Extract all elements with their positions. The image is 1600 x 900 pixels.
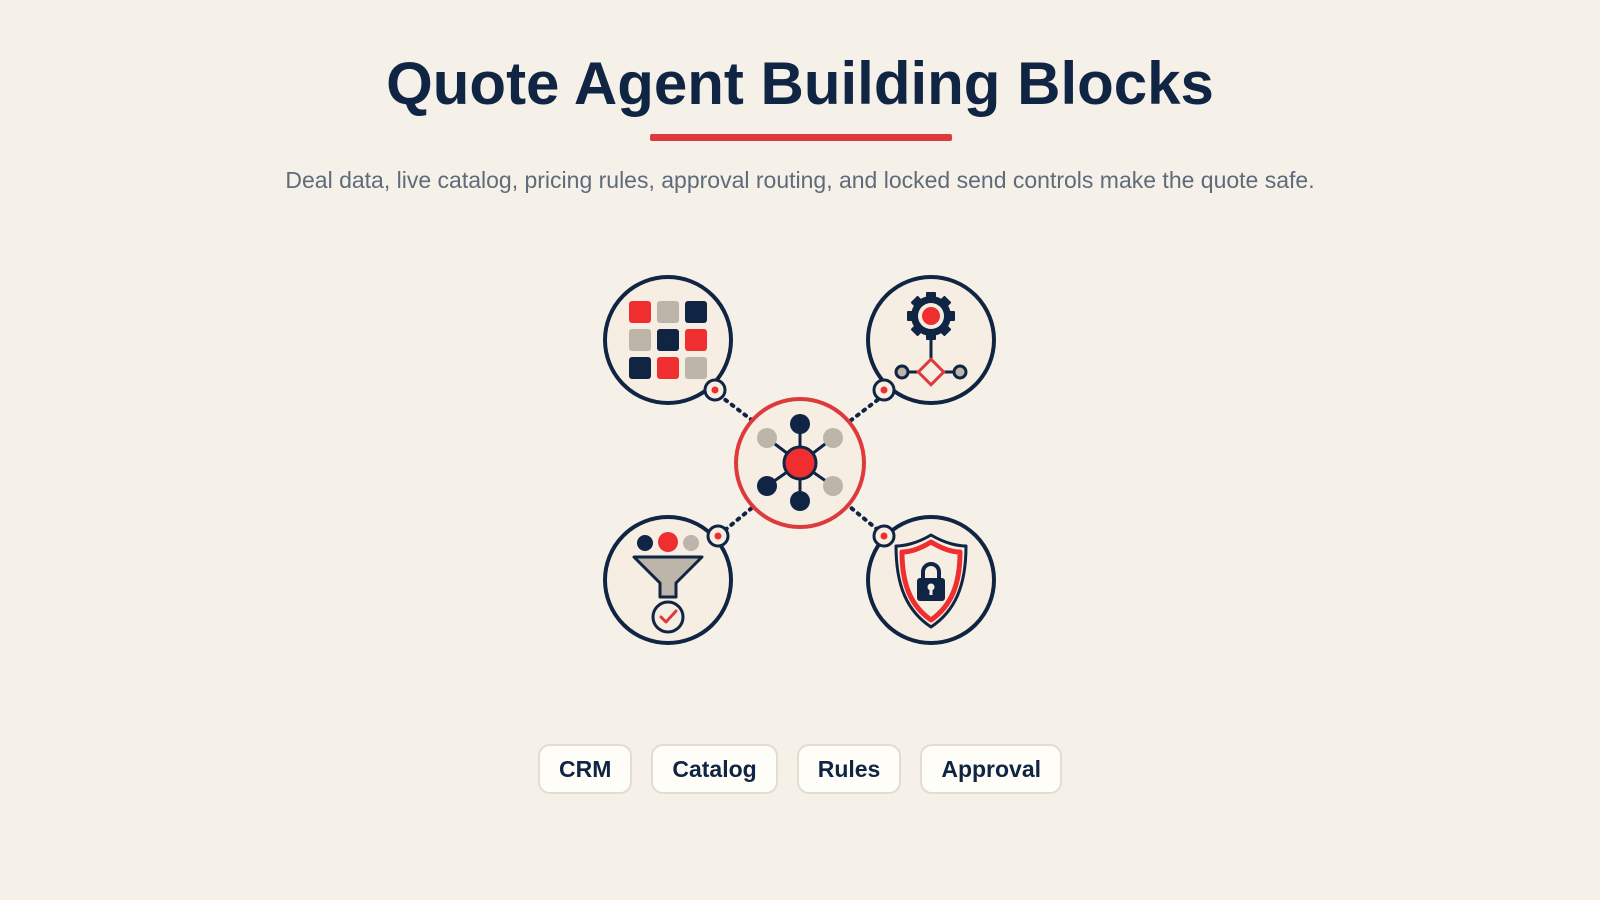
filter-funnel-check-icon	[632, 532, 704, 634]
title-underline	[650, 134, 952, 141]
connector-top-left	[717, 393, 755, 423]
chip-crm: CRM	[537, 744, 633, 794]
gear-rules-icon	[894, 292, 968, 387]
node-rules	[866, 275, 996, 405]
port-dot-icon	[872, 378, 896, 402]
chip-rules: Rules	[796, 744, 902, 794]
port-dot-icon	[706, 524, 730, 548]
page-subtitle: Deal data, live catalog, pricing rules, …	[285, 167, 1315, 193]
page-title: Quote Agent Building Blocks	[386, 50, 1214, 117]
node-catalog	[603, 275, 733, 405]
shield-lock-icon	[894, 533, 968, 629]
chip-approval: Approval	[920, 744, 1063, 794]
node-approval	[866, 515, 996, 645]
node-filter	[603, 515, 733, 645]
building-block-chips: CRM Catalog Rules Approval	[0, 744, 1600, 794]
port-dot-icon	[703, 378, 727, 402]
network-hub-icon	[757, 414, 843, 511]
port-dot-icon	[872, 524, 896, 548]
catalog-grid-icon	[629, 301, 707, 379]
chip-catalog: Catalog	[651, 744, 778, 794]
hub-node	[734, 397, 866, 529]
